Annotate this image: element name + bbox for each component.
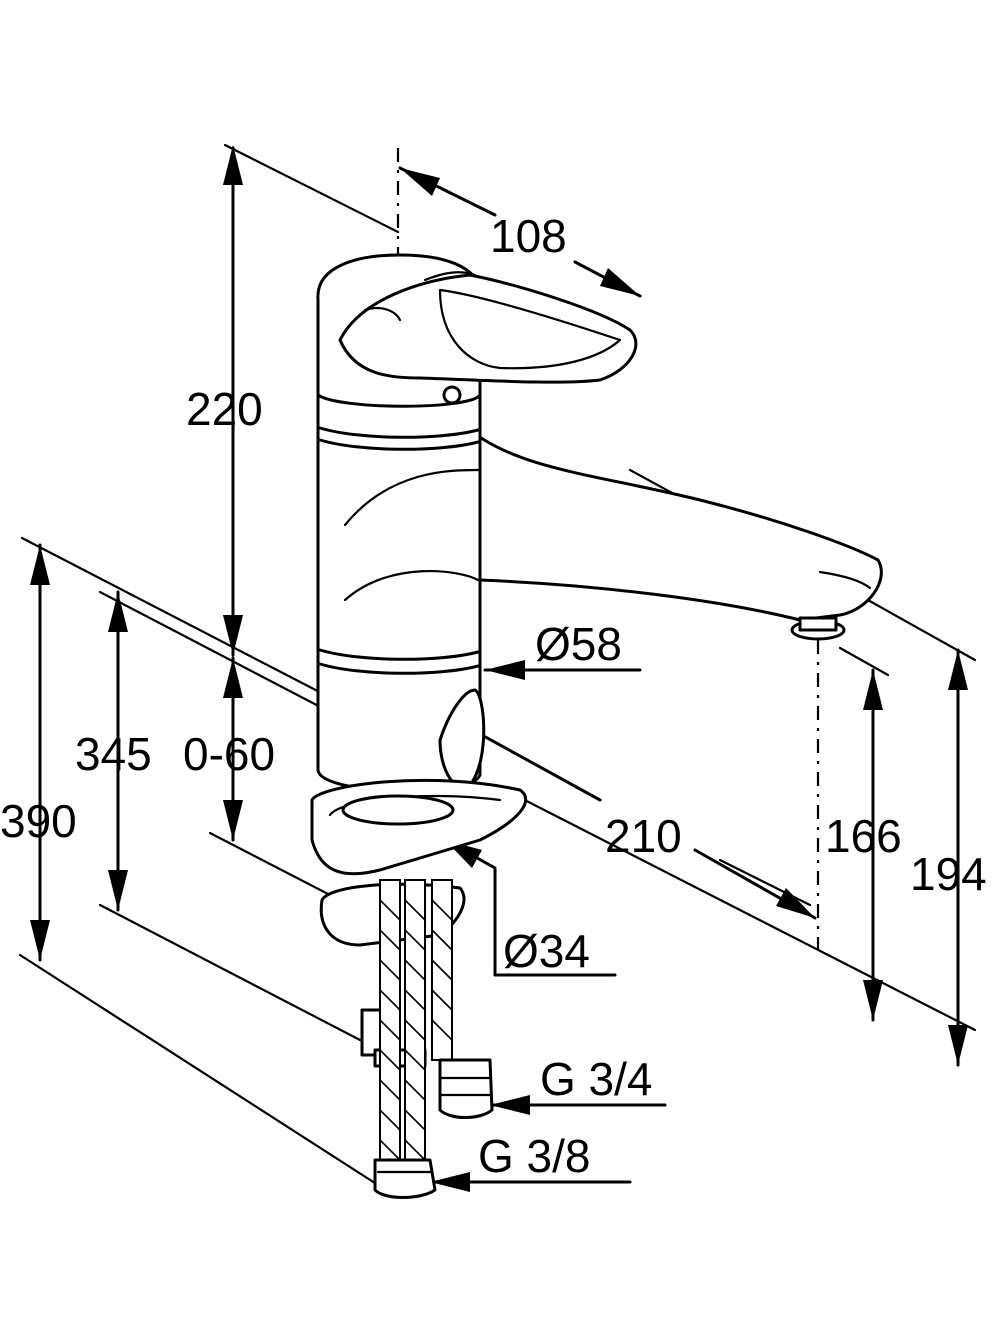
dimension-lines [30,145,968,1192]
dimension-labels: 108 220 0-60 345 390 Ø58 210 Ø34 166 194… [0,210,987,1182]
base-plate [310,778,528,876]
dim-166-label: 166 [825,810,902,862]
dim-390-label: 390 [0,795,77,847]
dim-108-label: 108 [490,210,567,262]
dim-194-label: 194 [910,848,987,900]
g34-fitting [438,1058,494,1119]
dim-0-60-label: 0-60 [183,728,275,780]
g38-fitting [373,1158,437,1199]
spout [468,428,883,622]
supply-hoses [379,879,453,1171]
drain-knob [438,688,486,789]
dim-d58-label: Ø58 [535,618,622,670]
dim-d34-label: Ø34 [503,925,590,977]
faucet [310,253,883,1199]
dim-210-label: 210 [605,810,682,862]
dim-220-label: 220 [186,383,263,435]
dim-g34-label: G 3/4 [540,1053,653,1105]
lever-handle [338,273,638,384]
dim-345-label: 345 [75,728,152,780]
dim-g38-label: G 3/8 [478,1130,591,1182]
